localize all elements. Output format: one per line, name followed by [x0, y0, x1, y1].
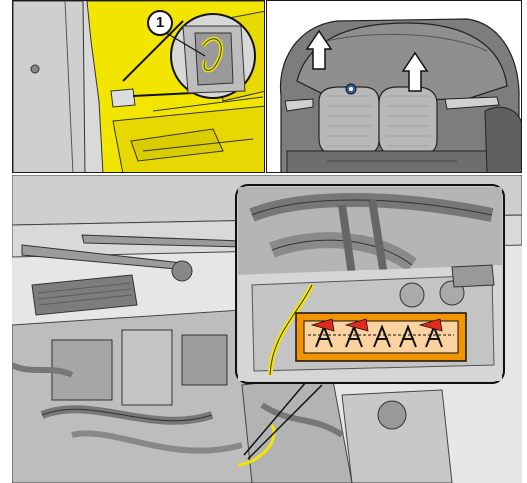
interior-detail-panel: 1: [12, 0, 265, 173]
arrow-up-icon: [305, 29, 333, 70]
interior-detail-drawing: [13, 1, 264, 172]
vehicle-front-drawing: [267, 1, 521, 172]
vehicle-front-panel: [266, 0, 522, 173]
high-voltage-warning-label-icon: [295, 312, 467, 362]
vehicle-logo-icon: [345, 83, 357, 95]
engine-bay-panel: [12, 175, 522, 483]
engine-bay-drawing: [12, 175, 522, 483]
callout-number-1: 1: [147, 10, 173, 36]
arrow-up-icon: [401, 51, 429, 92]
